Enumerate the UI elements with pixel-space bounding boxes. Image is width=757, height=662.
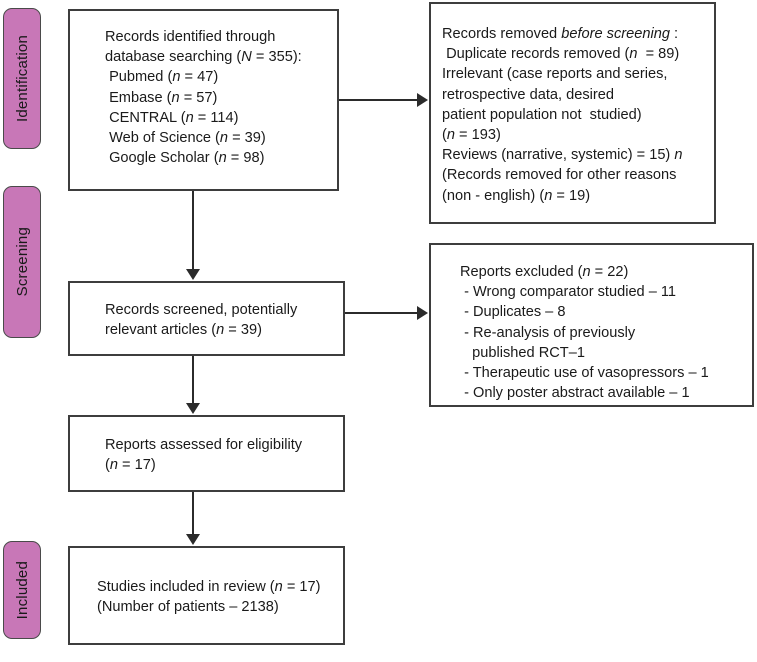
box-studies-included-in-review: Studies included in review (n = 17) (Num…	[68, 546, 345, 645]
box-reports-excluded: Reports excluded (n = 22) - Wrong compar…	[429, 243, 754, 407]
box-records-removed-before-screening: Records removed before screening : Dupli…	[429, 2, 716, 224]
box-records-identified: Records identified through database sear…	[68, 9, 339, 191]
stage-pill-identification: Identification	[3, 8, 41, 149]
stage-label-screening: Screening	[13, 227, 31, 297]
box-reports-assessed-for-eligibility: Reports assessed for eligibility (n = 17…	[68, 415, 345, 492]
arrowhead-assessed-to-included	[186, 534, 200, 545]
box-records-removed-text: Records removed before screening : Dupli…	[442, 26, 683, 204]
connector-screened-to-excluded	[345, 312, 419, 314]
box-reports-excluded-text: Reports excluded (n = 22) - Wrong compar…	[460, 264, 709, 402]
connector-identified-to-screened	[192, 191, 194, 270]
stage-label-included: Included	[13, 560, 31, 620]
box-studies-included-text: Studies included in review (n = 17) (Num…	[97, 579, 321, 616]
stage-label-identification: Identification	[13, 34, 31, 123]
arrowhead-screened-to-excluded	[417, 306, 428, 320]
box-records-screened: Records screened, potentially relevant a…	[68, 281, 345, 356]
connector-assessed-to-included	[192, 492, 194, 535]
box-reports-assessed-text: Reports assessed for eligibility (n = 17…	[105, 437, 303, 474]
connector-screened-to-assessed	[192, 356, 194, 404]
arrowhead-identified-to-removed	[417, 93, 428, 107]
box-records-screened-text: Records screened, potentially relevant a…	[105, 302, 298, 339]
connector-identified-to-removed	[339, 99, 419, 101]
stage-pill-included: Included	[3, 541, 41, 639]
stage-pill-screening: Screening	[3, 186, 41, 338]
arrowhead-identified-to-screened	[186, 269, 200, 280]
box-records-identified-text: Records identified through database sear…	[105, 29, 302, 167]
arrowhead-screened-to-assessed	[186, 403, 200, 414]
